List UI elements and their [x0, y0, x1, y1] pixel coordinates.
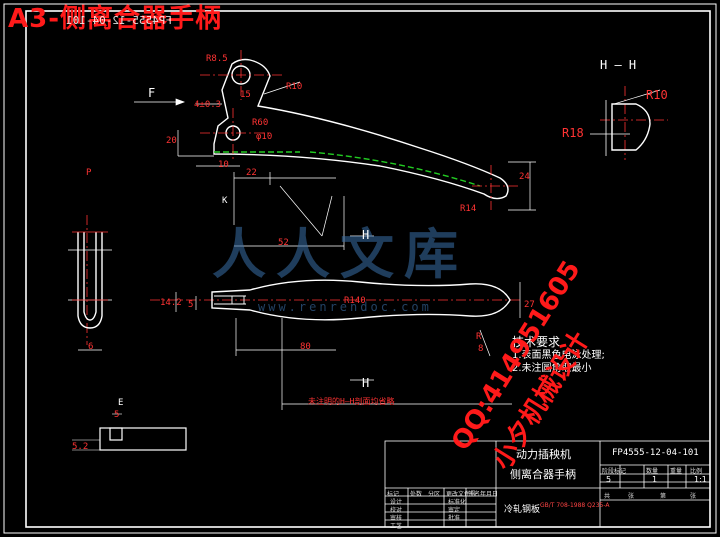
tb-sheet-3: 张: [690, 493, 697, 500]
dim-r140: R140: [344, 296, 366, 306]
dim-80: 80: [300, 342, 311, 352]
dim-4: 4±0.3: [194, 100, 222, 110]
p-view-label: P: [86, 168, 92, 178]
watermark-logo: 人人文库: [212, 222, 468, 286]
dim-10: 10: [218, 160, 229, 170]
technical-notes: 技术要求 1.表面黑色电泳处理; 2.未注圆角取最小: [512, 336, 605, 375]
dim-6-side: 6: [88, 342, 94, 352]
technical-note-2: 2.未注圆角取最小: [512, 363, 592, 374]
tb-stage-0: 阶段标记: [602, 468, 627, 475]
dim-15: 15: [240, 90, 251, 100]
dim-52: 52: [278, 238, 289, 248]
technical-note-1: 1.表面黑色电泳处理;: [512, 350, 605, 361]
tb-role-1: 校对: [390, 507, 403, 514]
tb-stage-3: 比例: [690, 468, 703, 475]
k-mark-label: K: [222, 196, 228, 206]
tb-role-3: 工艺: [390, 523, 403, 530]
section-hh-label: H — H: [600, 58, 637, 72]
tb-header-1: 处数: [410, 491, 423, 498]
dim-r10-top: R10: [286, 82, 303, 92]
title-block-material-note: GB/T 708-1988 Q235-A: [540, 502, 610, 509]
tb-stage-1: 数量: [646, 468, 659, 475]
hh-omit-note: 未注明的H—H剖面均省略: [308, 397, 395, 406]
tb-header-0: 标记: [387, 491, 400, 498]
dim-phi10: φ10: [256, 132, 273, 142]
tb-role-6: 批准: [448, 515, 461, 522]
dim-24: 24: [519, 172, 530, 182]
tb-header-4: 签名: [468, 491, 481, 498]
tb-stage-2: 重量: [670, 468, 683, 475]
title-block-mass: 5: [606, 475, 612, 484]
h-section-top-label: H: [362, 228, 370, 242]
e-view-label: E: [118, 398, 124, 408]
dim-22: 22: [246, 168, 257, 178]
h-section-bottom-label: H: [362, 376, 370, 390]
technical-notes-heading: 技术要求: [512, 335, 561, 349]
outer-frame: [3, 3, 717, 534]
dim-section-r10: R10: [646, 88, 668, 102]
tb-role-0: 设计: [390, 499, 403, 506]
watermark-url: www.renrendoc.com: [258, 300, 432, 314]
dim-r-small: R: [476, 332, 482, 342]
dim-r8-5: R8.5: [206, 54, 228, 64]
force-arrow-label: F: [148, 86, 156, 100]
tb-header-2: 分区: [428, 491, 441, 498]
dim-5-2-small: 5.2: [72, 442, 89, 452]
dim-r60: R60: [252, 118, 269, 128]
tb-sheet-0: 共: [604, 493, 611, 500]
dim-14-2: 14.2: [160, 298, 182, 308]
tb-sheet-2: 第: [660, 493, 667, 500]
inner-frame: [25, 10, 711, 528]
title-block-qty: 1: [652, 475, 658, 484]
dim-20: 20: [166, 136, 177, 146]
dim-8: 8: [478, 344, 484, 354]
title-block-company: 动力插秧机: [516, 448, 571, 461]
mirrored-drawing-number: FP4555-12-04-101: [66, 14, 172, 27]
title-block-scale: 1:1: [694, 475, 707, 484]
title-block-drawing-no: FP4555-12-04-101: [612, 448, 699, 458]
dim-5-small: 5: [114, 410, 120, 420]
title-block-part-name: 侧离合器手柄: [510, 468, 576, 481]
handle-plan-view: [211, 279, 511, 321]
dim-27: 27: [524, 300, 535, 310]
dim-5-plan: 5: [188, 300, 194, 310]
small-detail-view: [72, 413, 187, 451]
tb-sheet-1: 张: [628, 493, 635, 500]
dimension-lines: [134, 81, 536, 381]
tb-header-3: 更改文件号: [446, 491, 477, 498]
tb-role-2: 审核: [390, 515, 403, 522]
tb-header-5: 年月日: [480, 491, 499, 498]
dim-r14: R14: [460, 204, 477, 214]
tb-role-5: 审定: [448, 507, 461, 514]
section-hh-view: [590, 89, 661, 156]
dim-section-r18: R18: [562, 126, 584, 140]
tb-role-4: 标准化: [448, 499, 467, 506]
handle-side-view: [68, 232, 112, 351]
title-block-grid: [384, 440, 711, 528]
title-block-material: 冷轧钢板: [504, 505, 541, 515]
drawing-title: A3-侧离合器手柄: [8, 4, 223, 34]
